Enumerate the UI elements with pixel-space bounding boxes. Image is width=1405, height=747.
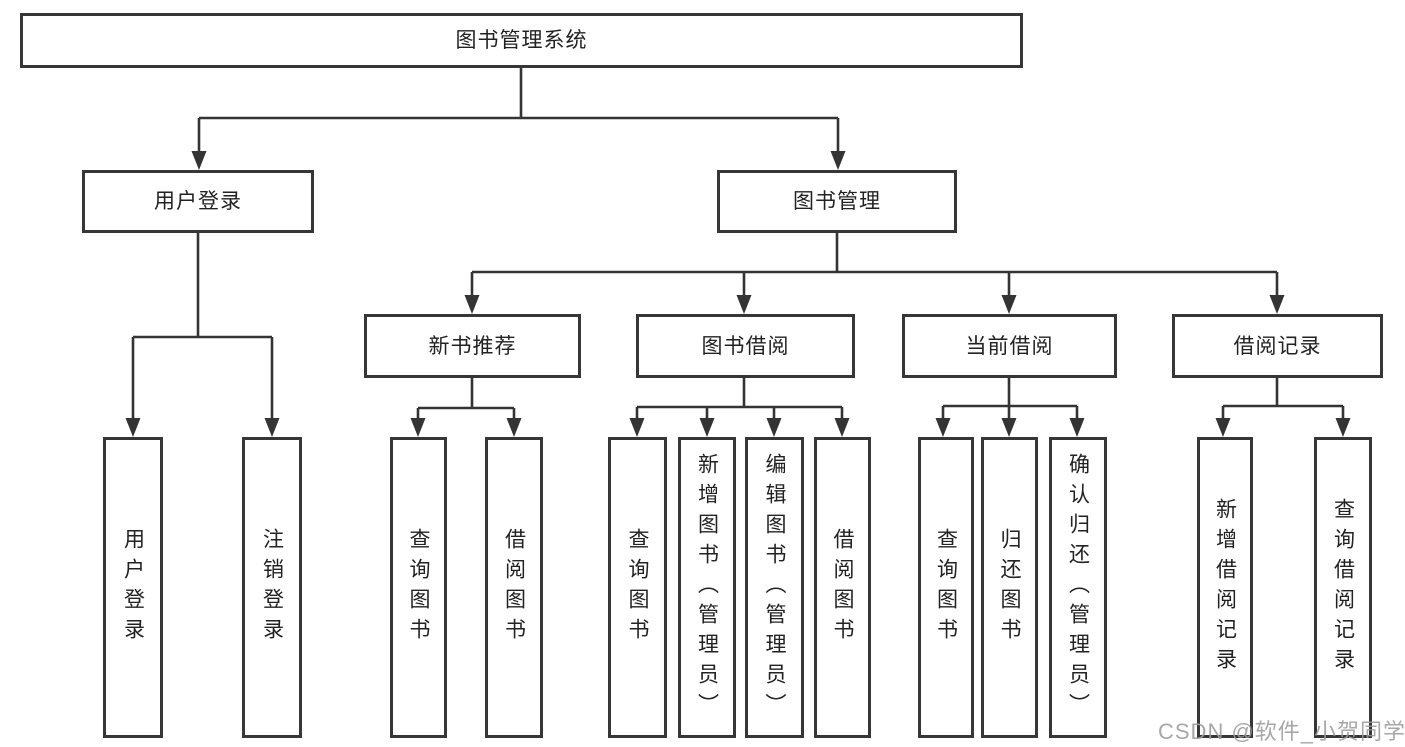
leaf-borrow-borrow-books: 借阅图书	[814, 437, 871, 738]
leaf-label: 新增图书（管理员）	[695, 452, 719, 723]
leaf-label: 借阅图书	[502, 527, 526, 648]
node-label: 新书推荐	[428, 334, 517, 358]
leaf-records-add-record: 新增借阅记录	[1197, 437, 1253, 738]
connector-borrow-children	[629, 378, 850, 437]
leaf-recommend-query-books: 查询图书	[390, 437, 447, 738]
leaf-label: 注销登录	[260, 527, 284, 648]
node-label: 当前借阅	[965, 334, 1054, 358]
leaf-records-query-record: 查询借阅记录	[1314, 437, 1372, 738]
csdn-watermark: CSDN @软件_小贺同学	[1158, 719, 1405, 744]
leaf-label: 查询图书	[934, 527, 958, 648]
leaf-label: 编辑图书（管理员）	[763, 452, 786, 723]
node-book-management: 图书管理	[717, 170, 957, 233]
leaf-label: 借阅图书	[831, 527, 854, 648]
leaf-current-query-books: 查询图书	[918, 437, 974, 738]
connector-recommend-children	[410, 378, 522, 437]
node-label: 图书管理系统	[455, 29, 588, 52]
leaf-borrow-query-books: 查询图书	[608, 437, 667, 738]
leaf-label: 新增借阅记录	[1213, 497, 1237, 678]
node-book-borrow: 图书借阅	[636, 314, 855, 378]
node-current-borrow: 当前借阅	[902, 314, 1117, 378]
node-label: 借阅记录	[1233, 334, 1322, 358]
leaf-logout: 注销登录	[242, 437, 302, 738]
leaf-user-login: 用户登录	[103, 437, 163, 738]
node-new-book-recommend: 新书推荐	[364, 314, 581, 378]
connector-current-children	[935, 378, 1085, 437]
leaf-label: 查询图书	[407, 527, 430, 648]
leaf-current-return-books: 归还图书	[981, 437, 1038, 738]
leaf-label: 确认归还（管理员）	[1066, 452, 1090, 723]
node-library-management-system: 图书管理系统	[20, 13, 1023, 68]
leaf-borrow-add-books-admin: 新增图书（管理员）	[678, 437, 736, 738]
leaf-label: 归还图书	[998, 527, 1021, 648]
leaf-label: 查询图书	[626, 527, 649, 648]
leaf-recommend-borrow-books: 借阅图书	[485, 437, 543, 738]
node-label: 图书借阅	[701, 334, 790, 358]
connector-user-login-children	[125, 233, 280, 437]
leaf-label: 用户登录	[121, 527, 145, 648]
connector-root-to-level1	[191, 68, 846, 170]
node-borrow-records: 借阅记录	[1172, 314, 1383, 378]
connector-records-children	[1215, 378, 1351, 437]
leaf-borrow-edit-books-admin: 编辑图书（管理员）	[745, 437, 804, 738]
node-label: 用户登录	[154, 190, 242, 213]
connector-book-management-children	[464, 233, 1285, 314]
node-label: 图书管理	[793, 190, 881, 213]
leaf-label: 查询借阅记录	[1331, 497, 1355, 678]
leaf-current-confirm-return-admin: 确认归还（管理员）	[1049, 437, 1107, 738]
node-user-login: 用户登录	[82, 170, 314, 233]
